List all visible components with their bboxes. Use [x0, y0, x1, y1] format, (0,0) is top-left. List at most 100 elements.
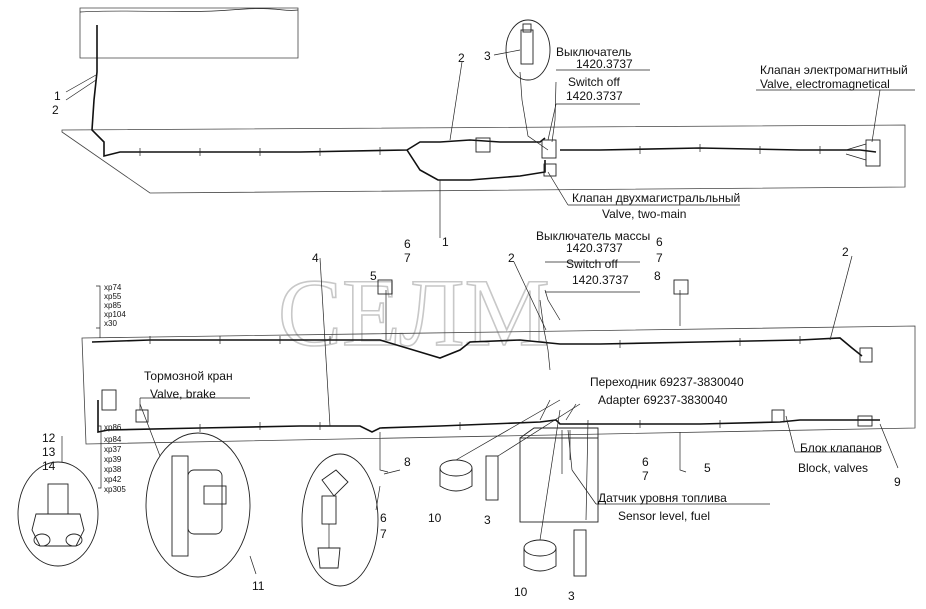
- em-valve-leader: [756, 89, 915, 143]
- bottom-frame-rail: [81, 325, 916, 445]
- two-main-valve-body: [541, 139, 557, 159]
- mass-switch-lead: [539, 299, 551, 371]
- two-main-valve-label-ru: Клапан двухмагистральльный: [572, 191, 740, 205]
- callout-6: 6: [642, 455, 649, 469]
- valve-block-label-en: Block, valves: [798, 461, 868, 475]
- bottom-right-connector: [859, 347, 873, 363]
- switch-lead-top: [519, 71, 549, 151]
- switch-label-ru: Выключатель: [556, 45, 631, 59]
- callout-11: 11: [252, 579, 265, 593]
- detail-6-8-body: [321, 495, 337, 525]
- fuel-sensor-label-en: Sensor level, fuel: [618, 509, 710, 523]
- leader-2-mass: [513, 261, 547, 331]
- switch-label-lines: [556, 69, 650, 105]
- callout-6: 6: [656, 235, 663, 249]
- leader-6-7-low: [375, 485, 381, 511]
- switch-lead-top-2: [551, 81, 557, 143]
- connector-id: хр74: [104, 283, 122, 292]
- connector-group-top-bracket: [96, 285, 101, 338]
- watermark: СЕЛМ: [278, 259, 550, 366]
- fuel-sensor-leader: [571, 469, 770, 505]
- em-valve-label-ru: Клапан электромагнитный: [760, 63, 908, 77]
- connector-id: хр55: [104, 292, 122, 301]
- fuel-sensor-tank-top: [519, 427, 599, 439]
- callout-2: 2: [842, 245, 849, 259]
- callout-10: 10: [428, 511, 442, 525]
- detail-11-body: [187, 469, 223, 535]
- callout-5: 5: [704, 461, 711, 475]
- two-main-valve-label-en: Valve, two-main: [602, 207, 686, 221]
- detail-6-8-base: [317, 547, 341, 569]
- switch-label-en: Switch off: [568, 75, 620, 89]
- em-valve-label-en: Valve, electromagnetical: [760, 77, 890, 91]
- mass-switch-label-lines: [545, 261, 640, 293]
- leader-8-low: [383, 469, 401, 475]
- adapter-bottom-cap: [523, 539, 557, 557]
- cab-panel-break-line: [79, 8, 299, 13]
- detail-12-14-body: [31, 513, 85, 547]
- mass-switch-label-code: 1420.3737: [566, 241, 623, 255]
- brake-label-line: [139, 397, 250, 410]
- callout-3: 3: [484, 513, 491, 527]
- bracket-stub-right: [679, 432, 687, 473]
- top-harness-right: [560, 147, 877, 153]
- adapter-top-body: [439, 468, 473, 492]
- callout-2: 2: [508, 251, 515, 265]
- bracket-right-top: [673, 279, 689, 295]
- detail-12-14-nut-right: [65, 533, 83, 547]
- leader-2-right: [829, 255, 853, 341]
- switch-bottom-2: [573, 529, 587, 577]
- connector-id: хр39: [104, 455, 122, 464]
- switch-label-en-code: 1420.3737: [566, 89, 623, 103]
- callout-7: 7: [380, 527, 387, 541]
- valve-block-leader: [785, 415, 880, 453]
- bottom-right-end: [857, 415, 873, 427]
- switch-label-code: 1420.3737: [576, 57, 633, 71]
- top-connector-block: [475, 137, 491, 153]
- connector-id: хр84: [104, 435, 122, 444]
- bottom-harness-upper: [91, 337, 863, 359]
- callout-7: 7: [642, 469, 649, 483]
- callout-14: 14: [42, 459, 56, 473]
- callout-3: 3: [568, 589, 575, 603]
- callout-2: 2: [52, 103, 59, 117]
- mass-switch-lead-2: [544, 289, 561, 321]
- leader-2-top: [449, 61, 463, 141]
- connector-id: хр86: [104, 423, 122, 432]
- top-harness-main: [91, 25, 546, 158]
- detail-circle-6-8: [301, 453, 379, 587]
- callout-13: 13: [42, 445, 56, 459]
- callout-7: 7: [404, 251, 411, 265]
- top-frame-rail: [61, 124, 906, 194]
- bottom-harness-clips: [149, 336, 801, 432]
- adapter-top-cap: [439, 459, 473, 477]
- adapter-bottom-body: [523, 548, 557, 572]
- two-main-valve-leader: [547, 171, 740, 206]
- leader-11: [249, 555, 257, 575]
- em-valve-leads: [845, 143, 867, 161]
- connector-id: хр85: [104, 301, 122, 310]
- adapter-label-ru: Переходник 69237-3830040: [590, 375, 744, 389]
- connector-id: хр38: [104, 465, 122, 474]
- detail-circle-12-14: [17, 461, 99, 567]
- callout-6: 6: [380, 511, 387, 525]
- callout-8: 8: [654, 269, 661, 283]
- bottom-harness-lower: [97, 400, 880, 433]
- connector-id: хр104: [104, 310, 126, 319]
- detail-11-connector: [203, 485, 227, 505]
- adapter-leaders: [455, 399, 589, 541]
- brake-valve-bracket: [135, 409, 149, 423]
- top-harness-clips: [139, 144, 821, 156]
- bracket-stubs-top: [385, 290, 681, 340]
- detail-12-14-nut-left: [33, 533, 51, 547]
- callout-4: 4: [312, 251, 319, 265]
- switch-detail-top-cap: [522, 23, 532, 33]
- adapter-label-en: Adapter 69237-3830040: [598, 393, 728, 407]
- valve-block-label-ru: Блок клапанов: [800, 441, 882, 455]
- brake-valve-label-en: Valve, brake: [150, 387, 216, 401]
- valve-block-body: [771, 409, 785, 423]
- callout-10: 10: [514, 585, 528, 599]
- fuel-sensor-tank: [519, 437, 599, 523]
- leader-9: [879, 423, 899, 469]
